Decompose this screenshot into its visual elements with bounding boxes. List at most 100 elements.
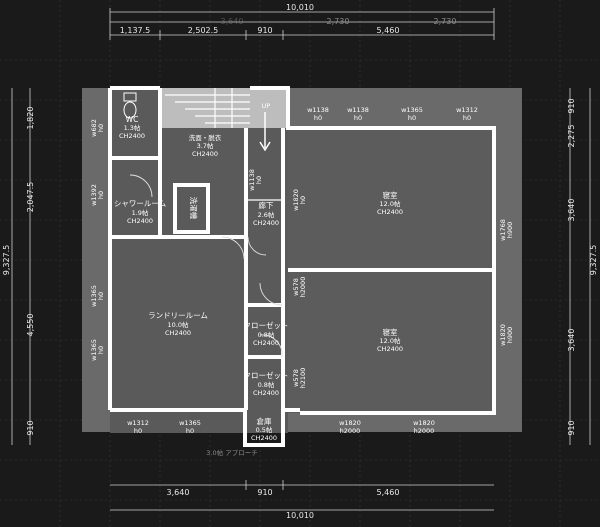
left-dimensions: 9,327.5 1,820 2,047.5 4,550 910 <box>2 107 35 436</box>
right-dim-4: 3,640 <box>567 329 576 352</box>
bottom-dim-1: 3,640 <box>167 488 190 497</box>
approach-label: 3.0帖 アプローチ <box>206 448 257 457</box>
shinshitsu-top-height: CH2400 <box>377 208 403 216</box>
window-w1365l-height: h0 <box>97 292 105 300</box>
window-w1820b2-width: w1820 <box>413 419 435 427</box>
window-w1365l2-height: h0 <box>97 346 105 354</box>
closet-1-name: クローゼット <box>244 320 289 330</box>
room-labels: WC 1.3帖 CH2400 洗面・脱衣 3.7帖 CH2400 シャワールーム… <box>114 102 403 457</box>
right-total-dim: 9,327.5 <box>589 245 598 276</box>
wc-area: 1.3帖 <box>124 123 141 132</box>
bottom-total-dim: 10,010 <box>286 511 314 520</box>
window-w578b-width: w578 <box>292 369 300 387</box>
top-dim-1: 1,137.5 <box>120 26 151 35</box>
window-w1138a-height: h0 <box>314 114 322 122</box>
bottom-dim-3: 5,460 <box>377 488 400 497</box>
senmen-height: CH2400 <box>192 150 218 158</box>
top-dim-2: 2,502.5 <box>188 26 219 35</box>
window-w1138v-width: w1138 <box>248 169 256 191</box>
closet-2-height: CH2400 <box>253 389 279 397</box>
right-dimensions: 9,327.5 910 2,275 3,640 3,640 910 <box>567 98 598 435</box>
closet-2-area: 0.8帖 <box>258 380 275 389</box>
top-dim-4: 5,460 <box>377 26 400 35</box>
window-w1820r-width: w1820 <box>499 324 507 346</box>
rouka-name: 廊下 <box>259 200 274 210</box>
senmen-name: 洗面・脱衣 <box>189 133 222 142</box>
window-w1820b2-height: h2000 <box>414 427 435 435</box>
top-total-dim: 10,010 <box>286 3 314 12</box>
window-w1138b-height: h0 <box>354 114 362 122</box>
right-dim-2: 2,275 <box>567 125 576 148</box>
window-w1820-width: w1820 <box>292 189 300 211</box>
shinshitsu-top-area: 12.0帖 <box>380 199 401 208</box>
wc-name: WC <box>126 115 139 124</box>
souko-height: CH2400 <box>251 434 277 442</box>
window-w1312a-width: w1312 <box>456 106 478 114</box>
up-label: UP <box>262 102 271 110</box>
left-dim-4: 910 <box>26 420 35 435</box>
souko-name: 倉庫 <box>257 416 272 426</box>
shinshitsu-bottom-height: CH2400 <box>377 345 403 353</box>
window-w1820r-height: h900 <box>506 327 514 344</box>
window-w1365l2-width: w1365 <box>90 339 98 361</box>
window-w1820b1-width: w1820 <box>339 419 361 427</box>
window-w1365b-width: w1365 <box>179 419 201 427</box>
top-faint-dim-2: 2,730 <box>327 17 350 26</box>
window-w682-height: h0 <box>97 124 105 132</box>
top-faint-dim-1: 3,640 <box>221 17 244 26</box>
window-w1820b1-height: h2000 <box>340 427 361 435</box>
walls <box>108 86 496 447</box>
sentaku-name: 洗濯機 <box>189 197 199 220</box>
dimension-lines <box>11 8 591 511</box>
door-swings <box>129 174 283 358</box>
closet-1-height: CH2400 <box>253 339 279 347</box>
right-dim-1: 910 <box>567 98 576 113</box>
window-w578-height: h2000 <box>299 277 307 298</box>
wc-height: CH2400 <box>119 132 145 140</box>
window-w1768-height: h900 <box>506 222 514 239</box>
window-w1820-height: h0 <box>299 196 307 204</box>
bottom-dim-2: 910 <box>257 488 272 497</box>
window-w1768-width: w1768 <box>499 219 507 241</box>
top-faint-dim-3: 2,730 <box>434 17 457 26</box>
toilet-icon <box>123 92 137 119</box>
shinshitsu-bottom-area: 12.0帖 <box>380 336 401 345</box>
left-dim-2: 2,047.5 <box>26 182 35 213</box>
closet-2-name: クローゼット <box>244 370 289 380</box>
laundry-name: ランドリールーム <box>148 311 208 320</box>
laundry-height: CH2400 <box>165 329 191 337</box>
window-w578-width: w578 <box>292 278 300 296</box>
window-w1365l-width: w1365 <box>90 285 98 307</box>
shinshitsu-top-name: 寝室 <box>383 190 398 200</box>
shower-name: シャワールーム <box>114 199 166 208</box>
window-w1312b-height: h0 <box>134 427 142 435</box>
right-dim-5: 910 <box>567 420 576 435</box>
window-w682-width: w682 <box>90 119 98 137</box>
stairs <box>165 88 271 152</box>
rouka-area: 2.6帖 <box>258 210 275 219</box>
window-w1392-width: w1392 <box>90 184 98 206</box>
window-w578b-height: h2100 <box>299 368 307 389</box>
window-w1138b-width: w1138 <box>347 106 369 114</box>
window-w1138a-width: w1138 <box>307 106 329 114</box>
laundry-area: 10.0帖 <box>168 320 189 329</box>
left-total-dim: 9,327.5 <box>2 245 11 276</box>
closet-1-area: 0.8帖 <box>258 330 275 339</box>
window-labels: w1138 h0 w1138 h0 w1365 h0 w1312 h0 w682… <box>90 106 514 435</box>
window-w1365a-width: w1365 <box>401 106 423 114</box>
window-w1138v-height: h0 <box>255 176 263 184</box>
top-dim-3: 910 <box>257 26 272 35</box>
top-dimensions: 10,010 3,640 2,730 2,730 1,137.5 2,502.5… <box>120 3 457 35</box>
souko-area: 0.5帖 <box>256 425 273 434</box>
window-w1312a-height: h0 <box>463 114 471 122</box>
rouka-height: CH2400 <box>253 219 279 227</box>
window-w1365b-height: h0 <box>186 427 194 435</box>
shower-height: CH2400 <box>127 217 153 225</box>
left-dim-1: 1,820 <box>26 107 35 130</box>
shinshitsu-bottom-name: 寝室 <box>383 327 398 337</box>
bottom-dimensions: 3,640 910 5,460 10,010 <box>167 488 400 520</box>
right-dim-3: 3,640 <box>567 199 576 222</box>
left-dim-3: 4,550 <box>26 314 35 337</box>
window-w1365a-height: h0 <box>408 114 416 122</box>
